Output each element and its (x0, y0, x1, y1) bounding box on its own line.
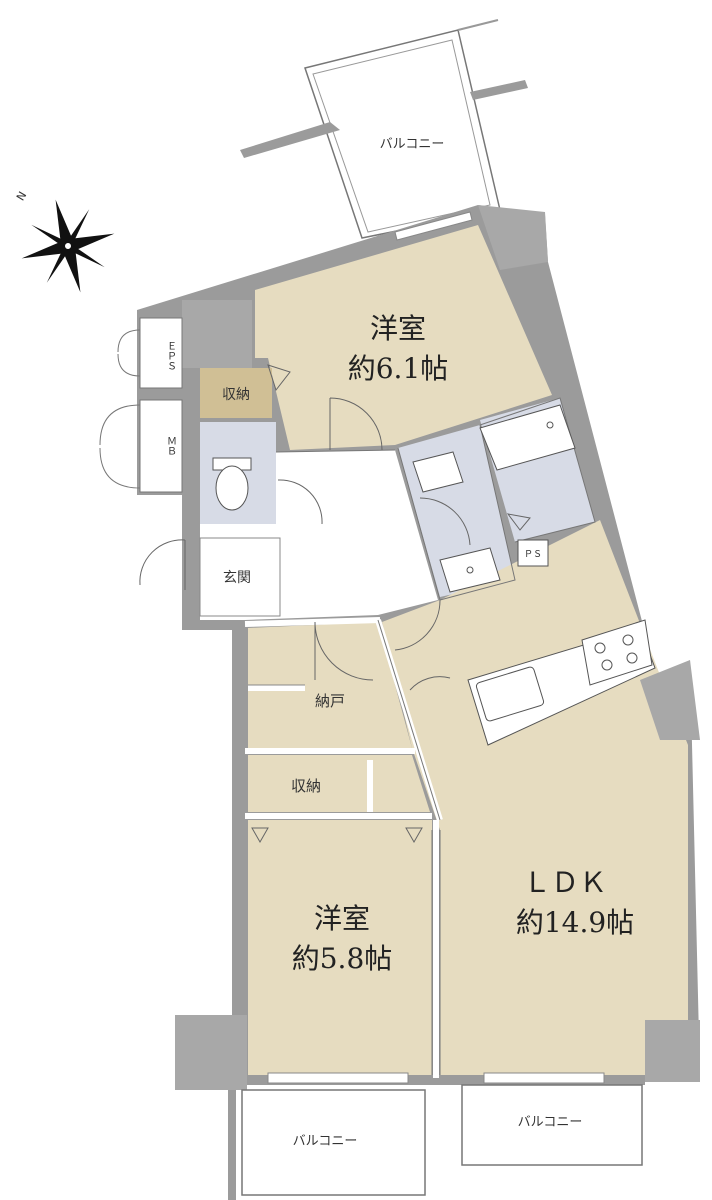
eps-cabinet: ＥＰＳ (117, 317, 183, 389)
ldk-name: ＬＤＫ (523, 866, 607, 899)
windows (267, 211, 605, 1084)
western-2-size: 約5.8帖 (292, 942, 393, 975)
western-2-name: 洋室 (314, 902, 370, 935)
closet-top (200, 368, 272, 418)
ps-box: ＰＳ (517, 539, 549, 567)
eps-label: ＥＰＳ (165, 341, 176, 371)
western-1-name: 洋室 (370, 312, 426, 345)
ps-label: ＰＳ (524, 550, 542, 560)
sink-icon (412, 451, 501, 593)
door-swings (139, 364, 531, 844)
balcony-top-label: バルコニー (380, 137, 445, 152)
entrance-area (199, 537, 281, 617)
balcony-bottom-left-label: バルコニー (293, 1134, 358, 1149)
balcony-bottom-right: バルコニー (461, 1084, 643, 1166)
storeroom-label: 納戸 (315, 692, 345, 710)
ldk-size: 約14.9帖 (516, 906, 634, 939)
balcony-bottom-right-label: バルコニー (518, 1115, 583, 1130)
mb-label: ＭＢ (165, 436, 176, 456)
balcony-bottom-left: バルコニー (228, 1089, 426, 1200)
storeroom (248, 622, 412, 748)
western-1-size: 約6.1帖 (348, 352, 449, 385)
toilet-icon (212, 457, 252, 511)
balcony-top: バルコニー (240, 19, 528, 239)
closet-mid-label: 収納 (291, 777, 321, 795)
entrance-label: 玄関 (223, 569, 251, 586)
compass-north-label: N (14, 189, 29, 203)
closet-top-label: 収納 (222, 387, 250, 403)
pillars (175, 205, 700, 1090)
western-room-1 (255, 225, 552, 450)
kitchen-counter (467, 619, 656, 746)
compass-icon (21, 199, 115, 293)
interior-wall-lines (275, 397, 596, 1075)
closet-middle (248, 755, 430, 812)
bathtub-icon (479, 404, 576, 471)
mb-cabinet: ＭＢ (99, 399, 183, 493)
western-room-2 (248, 820, 432, 1075)
